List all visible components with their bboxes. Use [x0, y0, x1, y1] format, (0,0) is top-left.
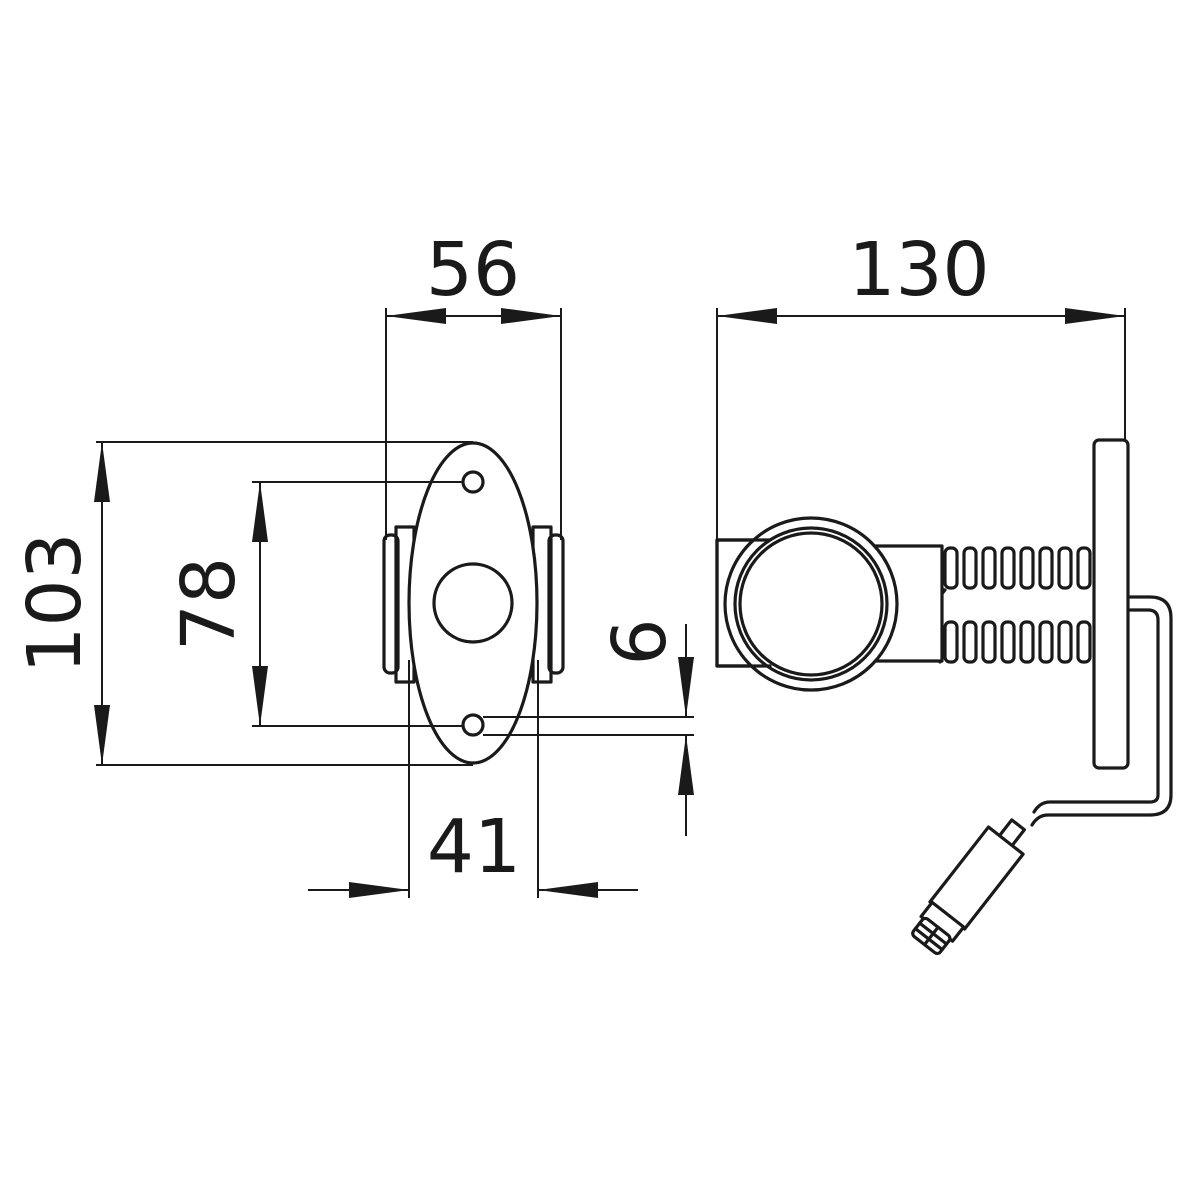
base-plate	[1092, 438, 1130, 770]
dimension-78-label: 78	[166, 557, 252, 651]
lens-ring	[733, 526, 889, 682]
dimension-56: 56	[385, 227, 562, 540]
stalk-ribs-top	[943, 546, 1092, 590]
dimension-56-label: 56	[426, 227, 520, 313]
front-view	[382, 441, 565, 765]
dimension-130-label: 130	[848, 227, 989, 313]
dimension-103-label: 103	[12, 532, 98, 673]
lens	[738, 531, 884, 677]
cable	[1030, 595, 1173, 827]
lens-outer-ring	[723, 516, 899, 692]
cable-inner	[1032, 608, 1160, 814]
dimension-41-label: 41	[427, 804, 521, 890]
dimension-6-label: 6	[597, 618, 683, 665]
center-hole	[432, 562, 514, 644]
dimension-6: 6	[483, 618, 694, 836]
dimension-103: 103	[12, 441, 473, 766]
stalk-ribs-bottom	[943, 620, 1092, 664]
dimension-41: 41	[308, 660, 638, 898]
dimension-78: 78	[166, 481, 463, 727]
connector	[911, 818, 1027, 956]
side-view	[715, 438, 1173, 956]
corrugated-stalk	[938, 546, 1092, 664]
dimension-130: 130	[716, 227, 1126, 540]
